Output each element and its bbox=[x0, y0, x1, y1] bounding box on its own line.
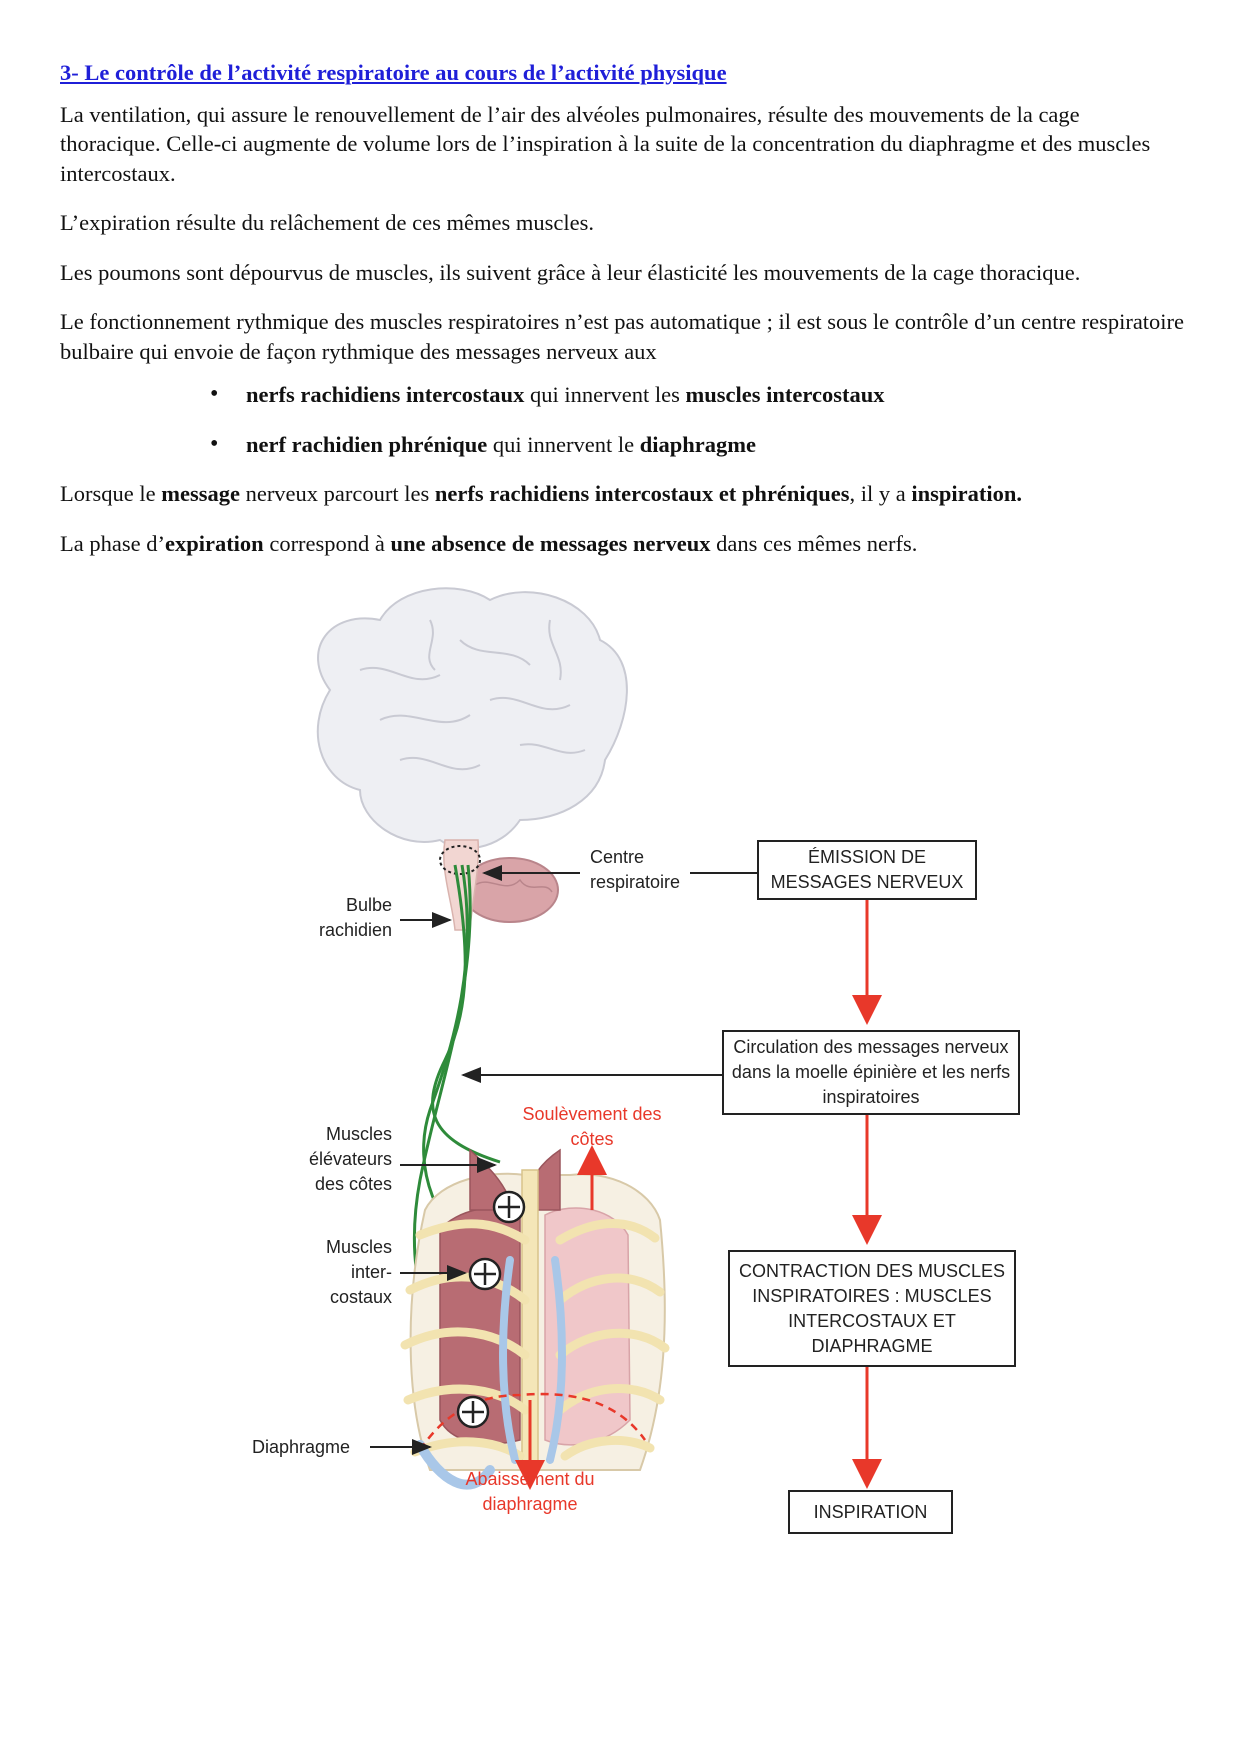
bold-text: message bbox=[161, 481, 240, 506]
label-soulevement: Soulèvement des côtes bbox=[522, 1104, 662, 1149]
paragraph-expiration: L’expiration résulte du relâchement de c… bbox=[60, 210, 594, 235]
plain-text: qui innervent le bbox=[487, 431, 640, 457]
plus-icon bbox=[462, 1401, 484, 1423]
plain-text: nerveux parcourt les bbox=[239, 481, 435, 506]
thorax-illustration bbox=[400, 1145, 670, 1490]
label-muscles-intercostaux: Muscles inter- costaux bbox=[325, 1237, 392, 1307]
bold-text: diaphragme bbox=[639, 431, 756, 457]
text-content: 3- Le contrôle de l’activité respiratoir… bbox=[60, 58, 1185, 578]
plus-symbols bbox=[456, 1190, 526, 1429]
paragraph-inspiration: Lorsque le message nerveux parcourt les … bbox=[60, 479, 1185, 509]
label-arrows bbox=[370, 865, 757, 1455]
nerve-list: nerfs rachidiens intercostaux qui innerv… bbox=[60, 380, 1185, 459]
bold-text: nerfs rachidiens intercostaux bbox=[246, 382, 525, 407]
box-contraction: CONTRACTION DES MUSCLES INSPIRATOIRES : … bbox=[728, 1250, 1016, 1367]
box-emission: ÉMISSION DE MESSAGES NERVEUX bbox=[757, 840, 977, 900]
bold-text: muscles intercostaux bbox=[685, 382, 885, 407]
plain-text: , il y a bbox=[849, 481, 912, 506]
bold-text: nerf rachidien phrénique bbox=[246, 431, 488, 457]
label-abaissement: Abaissement du diaphragme bbox=[465, 1469, 595, 1514]
plain-text: correspond à bbox=[263, 530, 391, 556]
list-item: nerf rachidien phrénique qui innervent l… bbox=[210, 430, 1185, 460]
paragraph-poumons: Les poumons sont dépourvus de muscles, i… bbox=[60, 259, 1081, 285]
plain-text: dans ces mêmes nerfs. bbox=[710, 530, 918, 556]
section-title[interactable]: 3- Le contrôle de l’activité respiratoir… bbox=[60, 60, 727, 85]
paragraph-phase-expiration: La phase d’expiration correspond à une a… bbox=[60, 529, 1185, 559]
plus-icon bbox=[498, 1196, 520, 1218]
label-centre-respiratoire: Centre respiratoire bbox=[590, 847, 681, 892]
brain-illustration bbox=[316, 587, 628, 931]
plain-text: Lorsque le bbox=[60, 481, 162, 506]
label-muscles-elevateurs: Muscles élévateurs des côtes bbox=[308, 1124, 392, 1194]
bold-text: inspiration. bbox=[911, 481, 1022, 506]
bold-text: expiration bbox=[164, 530, 264, 556]
box-circulation: Circulation des messages nerveux dans la… bbox=[722, 1030, 1020, 1115]
paragraph-ventilation: La ventilation, qui assure le renouvelle… bbox=[60, 101, 1151, 186]
plus-icon bbox=[474, 1263, 496, 1285]
list-item: nerfs rachidiens intercostaux qui innerv… bbox=[210, 380, 1185, 410]
bold-text: une absence de messages nerveux bbox=[390, 530, 711, 556]
paragraph-centre: Le fonctionnement rythmique des muscles … bbox=[60, 309, 1185, 364]
box-inspiration: INSPIRATION bbox=[788, 1490, 953, 1534]
plain-text: qui innervent les bbox=[524, 382, 686, 407]
bold-text: nerfs rachidiens intercostaux et phréniq… bbox=[434, 481, 850, 506]
plain-text: La phase d’ bbox=[60, 530, 165, 556]
label-diaphragme: Diaphragme bbox=[252, 1437, 351, 1457]
label-bulbe-rachidien: Bulbe rachidien bbox=[318, 895, 392, 940]
